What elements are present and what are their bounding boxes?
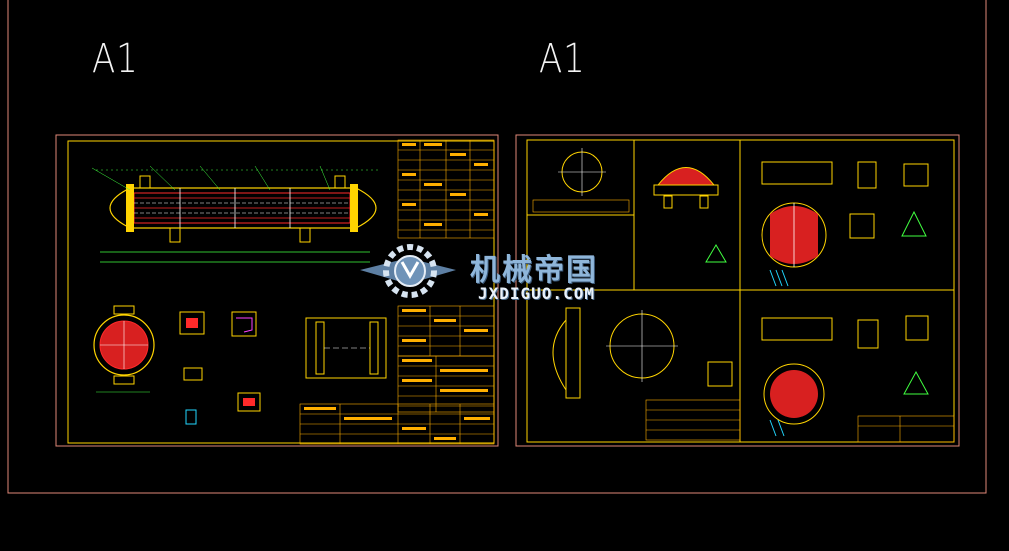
tubesheet-detail-lower	[761, 315, 955, 443]
heat-exchanger-elevation	[91, 165, 380, 263]
shell-cover-view	[552, 307, 741, 441]
table-text-marks	[304, 143, 490, 440]
watermark-text-en: JXDIGUO.COM	[478, 284, 595, 303]
technical-tables	[299, 139, 495, 445]
sheet-size-label-right: A1	[539, 36, 586, 82]
sheet-outer-border	[515, 134, 960, 447]
drawing-sheet-right[interactable]	[515, 134, 960, 447]
watermark-text-cn: 机械帝国	[470, 253, 598, 288]
tubesheet-section-view	[93, 305, 155, 393]
model-space-frame	[7, 0, 987, 494]
channel-head-view	[305, 317, 387, 379]
drawing-sheet-left[interactable]	[55, 134, 499, 447]
detail-views	[179, 311, 261, 425]
sheet-size-label-left: A1	[92, 36, 139, 82]
gear-logo-icon	[360, 244, 456, 298]
tubesheet-detail-upper	[761, 161, 929, 287]
sheet-inner-border	[67, 140, 495, 444]
flange-plan-view	[532, 148, 630, 213]
sheet-outer-border	[55, 134, 499, 447]
channel-section-view	[653, 167, 727, 263]
